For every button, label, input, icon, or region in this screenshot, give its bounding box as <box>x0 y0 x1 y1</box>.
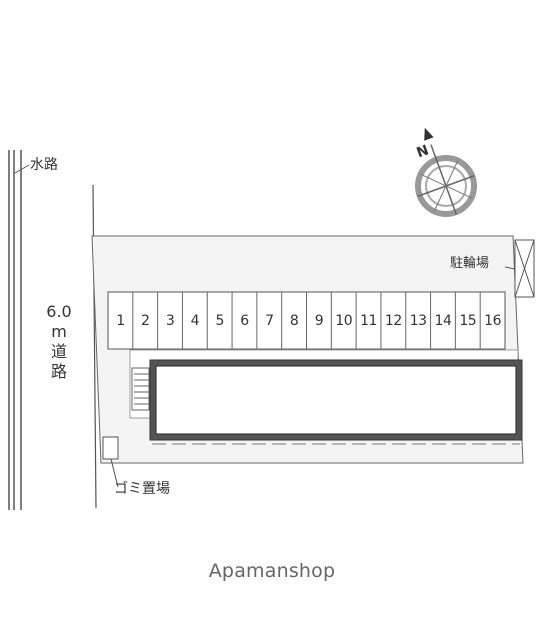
compass-icon: N <box>415 127 477 217</box>
parking-space-number: 15 <box>459 313 477 329</box>
canal-leader <box>14 164 30 174</box>
parking-space-number: 9 <box>314 313 324 329</box>
parking-space-number: 4 <box>190 313 200 329</box>
parking-space-number: 13 <box>409 313 427 329</box>
road-edge <box>92 184 97 509</box>
parking-space-number: 14 <box>434 313 452 329</box>
parking-space-number: 6 <box>240 313 249 329</box>
road-char-1: 道 <box>50 342 67 361</box>
parking-space-number: 11 <box>360 313 377 329</box>
compass-letter: N <box>415 142 431 161</box>
bicycle-leader <box>504 266 516 270</box>
parking-space-number: 1 <box>116 313 125 329</box>
bicycle-parking-icon <box>514 239 535 298</box>
road-width-unit: m <box>51 322 67 341</box>
parking-space-number: 5 <box>215 313 224 329</box>
watermark: Apamanshop <box>208 560 336 582</box>
garbage-area-label: ゴミ置場 <box>114 481 170 497</box>
stairs-icon <box>131 367 150 411</box>
bicycle-parking-label: 駐輪場 <box>450 256 490 271</box>
garbage-area-box <box>102 436 119 460</box>
road-width-value: 6.0 <box>46 302 72 321</box>
parking-space-number: 2 <box>141 313 150 329</box>
garbage-leader <box>110 458 119 488</box>
parking-space-number: 8 <box>289 313 299 329</box>
parking-space-number: 10 <box>335 313 353 329</box>
parking-space-number: 16 <box>484 313 501 329</box>
canal-lines <box>8 150 22 510</box>
parking-space-number: 12 <box>384 313 402 329</box>
road-label: 6.0 m 道 路 <box>44 302 74 382</box>
parking-space-number: 7 <box>265 313 274 329</box>
road-char-2: 路 <box>50 362 67 381</box>
parking-space-number: 3 <box>165 313 175 329</box>
canal-label: 水路 <box>30 157 58 173</box>
building <box>149 359 523 441</box>
